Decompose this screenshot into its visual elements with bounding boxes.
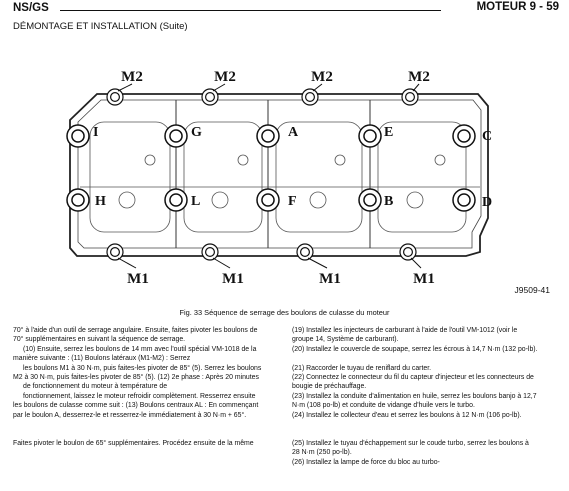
text-line: Faites pivoter le boulon de 65° suppléme… (13, 439, 254, 447)
m2-bolt (106, 88, 124, 106)
bolt-letter-d: D (482, 195, 492, 210)
head-bolt (66, 188, 90, 212)
text-line: M2 à 30 N·m, puis faites-les pivoter de … (13, 374, 259, 382)
figure-code: J9509-41 (515, 285, 551, 295)
spacer (13, 420, 288, 429)
header-rule (60, 10, 441, 11)
head-bolt (358, 188, 382, 212)
leader-line (307, 257, 328, 269)
spacer (292, 420, 562, 429)
text-line: (22) Connectez le connecteur du fil du c… (292, 374, 534, 382)
m2-label: M2 (408, 69, 430, 85)
text-line: (23) Installez la conduite d'alimentatio… (292, 392, 537, 400)
m2-label: M2 (214, 69, 236, 85)
leader-line (117, 257, 137, 269)
bolt-letter-i: I (93, 125, 98, 140)
text-line: (21) Raccorder le tuyau de reniflard du … (292, 364, 432, 372)
leader-line (117, 83, 133, 92)
leader-line (410, 257, 422, 269)
head-bolt (452, 188, 476, 212)
m1-bolt (106, 243, 124, 261)
m2-bolt (201, 88, 219, 106)
spacer (13, 429, 288, 438)
spacer (292, 429, 562, 438)
text-line: les boulons M1 à 30 N·m, puis faites-les… (23, 364, 262, 372)
head-bolt (164, 124, 188, 148)
m1-label: M1 (319, 271, 341, 287)
leader-line (412, 83, 420, 92)
bolt-letter-a: A (288, 125, 299, 140)
m2-label: M2 (311, 69, 333, 85)
m1-label: M1 (413, 271, 435, 287)
text-line: 28 N·m (250 po-lb). (292, 449, 352, 457)
m2-bolt (301, 88, 319, 106)
left-text-column: 70° à l'aide d'un outil de serrage angul… (13, 326, 288, 448)
text-line: groupe 14, Système de carburant). (292, 336, 399, 344)
figure-caption: Fig. 33 Séquence de serrage des boulons … (179, 308, 390, 317)
bolt-letter-h: H (95, 194, 106, 209)
head-outline (69, 93, 489, 257)
m1-label: M1 (127, 271, 149, 287)
m2-label: M2 (121, 69, 143, 85)
head-bolts (66, 124, 476, 212)
bolt-letter-c: C (482, 129, 492, 144)
text-line: (24) Installez le collecteur d'eau et se… (292, 411, 522, 419)
leader-line (212, 257, 231, 269)
head-bolt (66, 124, 90, 148)
text-line: fonctionnement, laissez le moteur refroi… (23, 392, 256, 400)
bolt-letter-l: L (191, 194, 200, 209)
header-model: NS/GS (13, 2, 49, 14)
text-line: de fonctionnement du moteur à températur… (23, 383, 168, 391)
bolt-letter-b: B (384, 194, 393, 209)
head-bolt (256, 188, 280, 212)
m1-bolt (201, 243, 219, 261)
m2-bolt (401, 88, 419, 106)
leader-line (312, 83, 323, 92)
bay-details (80, 121, 480, 233)
m1-bolt (296, 243, 314, 261)
small-bolts (106, 83, 422, 269)
bolt-letter-e: E (384, 125, 393, 140)
bolt-letter-f: F (288, 194, 297, 209)
text-line: 70° supplémentaires en suivant la séquen… (13, 336, 186, 344)
head-bolt (452, 124, 476, 148)
text-line: (10) Ensuite, serrez les boulons de 14 m… (23, 345, 257, 353)
text-line: (25) Installez le tuyau d'échappement su… (292, 439, 529, 447)
head-bolt (256, 124, 280, 148)
text-line: (20) Installez le couvercle de soupape, … (292, 345, 538, 353)
m1-label: M1 (222, 271, 244, 287)
m1-bolt (399, 243, 417, 261)
head-inner-outline (77, 99, 482, 249)
text-line: (19) Installez les injecteurs de carbura… (292, 327, 518, 334)
text-line: N·m (108 po-lb) et conduite de vidange d… (292, 402, 475, 410)
text-line: bougie de préchauffage. (292, 383, 367, 391)
head-bolt (358, 124, 382, 148)
cylinder-head-figure: M2 M2 M2 M2 M1 M1 M1 M1 I G A E C H L F … (66, 69, 551, 295)
text-line: par le boulon A, desserrez-le et resserr… (13, 411, 247, 419)
bolt-letter-g: G (191, 125, 202, 140)
spacer (292, 354, 562, 363)
head-bolt (164, 188, 188, 212)
text-line: (26) Installez la lampe de force du bloc… (292, 458, 440, 466)
header-section: MOTEUR 9 - 59 (476, 1, 559, 13)
text-line: les boulons de culasse comme suit : (13)… (13, 402, 259, 410)
section-title: DÉMONTAGE ET INSTALLATION (Suite) (13, 21, 188, 32)
leader-line (212, 83, 226, 92)
text-line: manière suivante : (11) Boulons latéraux… (13, 355, 191, 363)
text-line: 70° à l'aide d'un outil de serrage angul… (13, 327, 258, 334)
right-text-column: (19) Installez les injecteurs de carbura… (292, 326, 562, 467)
